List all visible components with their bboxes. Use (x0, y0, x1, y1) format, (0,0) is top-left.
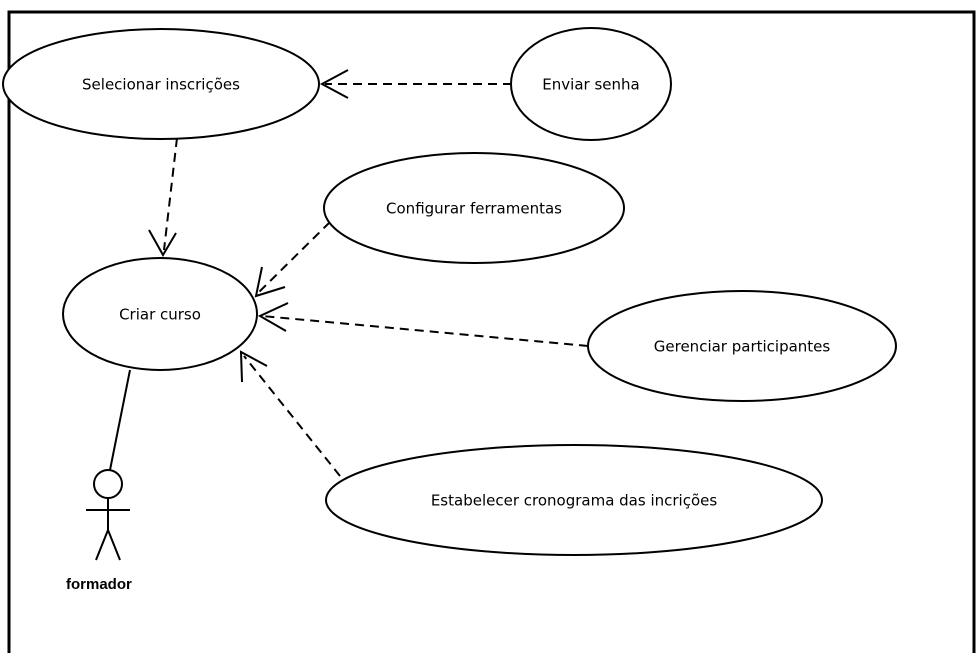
dependency-configurar-to-criar (254, 221, 331, 298)
dependency-estabelecer-to-criar (239, 350, 341, 477)
usecase-label: Configurar ferramentas (386, 200, 562, 218)
actor-left-leg (95, 529, 109, 561)
usecase-estabelecer-cronograma[interactable]: Estabelecer cronograma das incrições (325, 444, 823, 556)
usecase-label: Enviar senha (542, 76, 639, 94)
actor-formador[interactable]: formador (66, 469, 132, 593)
usecase-label: Criar curso (119, 306, 201, 324)
actor-right-leg (107, 529, 121, 561)
usecase-label: Estabelecer cronograma das incrições (431, 492, 718, 510)
association-formador-criar (109, 369, 131, 471)
usecase-criar-curso[interactable]: Criar curso (62, 257, 258, 371)
dependency-enviar-to-selecionar (319, 69, 512, 99)
usecase-label: Gerenciar participantes (654, 338, 831, 356)
usecase-enviar-senha[interactable]: Enviar senha (510, 27, 672, 141)
actor-label: formador (66, 576, 132, 593)
dependency-selecionar-to-criar (148, 137, 178, 258)
actor-head (93, 469, 123, 499)
dependency-gerenciar-to-criar (257, 302, 589, 347)
usecase-selecionar-inscricoes[interactable]: Selecionar inscrições (2, 28, 320, 140)
usecase-label: Selecionar inscrições (82, 76, 240, 94)
usecase-configurar-ferramentas[interactable]: Configurar ferramentas (323, 152, 625, 264)
diagram-frame (7, 10, 976, 653)
usecase-gerenciar-participantes[interactable]: Gerenciar participantes (587, 290, 897, 402)
